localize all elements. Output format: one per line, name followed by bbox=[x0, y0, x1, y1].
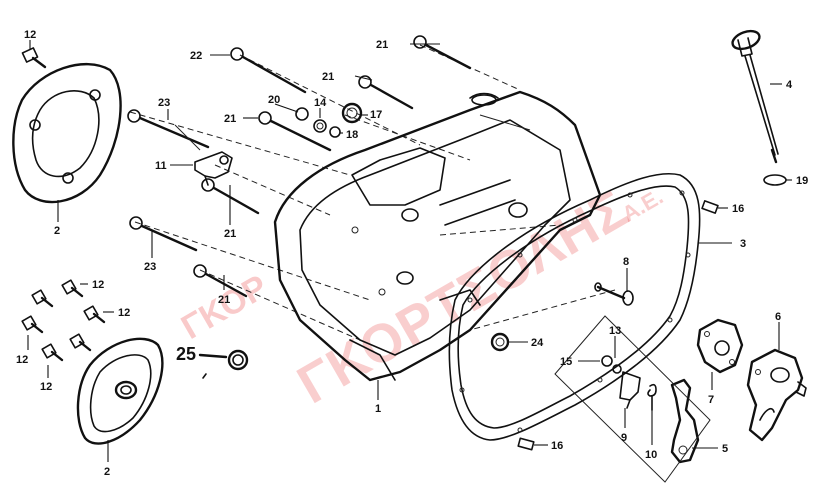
callout-20: 20 bbox=[268, 94, 280, 106]
leader-lines bbox=[27, 40, 792, 462]
bolt-21-left bbox=[193, 264, 248, 298]
part-20-washer bbox=[295, 107, 309, 121]
part-18-oring bbox=[329, 126, 341, 138]
part-3-gasket bbox=[448, 172, 701, 441]
callout-8: 8 bbox=[623, 256, 629, 268]
part-9-lever bbox=[619, 371, 641, 409]
part-16-dowel-upper bbox=[701, 200, 719, 214]
bolt-22 bbox=[230, 47, 307, 94]
bolt-21-mid bbox=[201, 178, 260, 215]
callout-18: 18 bbox=[346, 129, 358, 141]
callout-10: 10 bbox=[645, 449, 657, 461]
part-10-spring bbox=[647, 383, 657, 411]
assembly-guide-lines bbox=[129, 44, 616, 341]
callout-16: 16 bbox=[551, 440, 563, 452]
part-6-actuator bbox=[746, 348, 807, 442]
part-12-screw-top bbox=[21, 47, 47, 69]
callout-12: 12 bbox=[118, 307, 130, 319]
callout-22: 22 bbox=[190, 50, 202, 62]
bolt-21-top bbox=[413, 35, 472, 70]
watermark-text: ΓΚΟΡΤΣΟΛΗΣ bbox=[288, 178, 639, 415]
callout-25: 25 bbox=[176, 344, 196, 364]
callout-17: 17 bbox=[370, 109, 382, 121]
part-13-washer bbox=[612, 364, 622, 374]
bolt-23-lower bbox=[129, 216, 198, 252]
bolt-21-upper-mid bbox=[258, 111, 332, 152]
part-24-seal bbox=[490, 332, 510, 352]
callout-14: 14 bbox=[314, 97, 327, 109]
part-5-arm bbox=[670, 378, 700, 464]
callout-24: 24 bbox=[531, 337, 544, 349]
part-14-washer bbox=[313, 119, 327, 133]
callout-12: 12 bbox=[92, 279, 104, 291]
part-4-dipstick bbox=[731, 29, 779, 164]
callout-12: 12 bbox=[40, 381, 52, 393]
part-17-seal bbox=[341, 102, 363, 124]
part-19-oring bbox=[763, 174, 787, 186]
callout-1: 1 bbox=[375, 403, 381, 415]
part-16-dowel-lower bbox=[517, 437, 535, 451]
part-7-housing bbox=[696, 318, 744, 374]
callout-15: 15 bbox=[560, 356, 572, 368]
part-2-cover-lower bbox=[76, 337, 164, 445]
linkage-outline-box bbox=[554, 315, 711, 483]
callout-23: 23 bbox=[144, 261, 156, 273]
callout-labels: 12 2 23 11 22 21 21 21 20 14 17 18 21 23… bbox=[16, 29, 808, 478]
callout-21: 21 bbox=[224, 228, 236, 240]
callout-12: 12 bbox=[16, 354, 28, 366]
callout-23: 23 bbox=[158, 97, 170, 109]
part-15-nut bbox=[601, 355, 613, 367]
callout-7: 7 bbox=[708, 394, 714, 406]
part-25-seal bbox=[198, 349, 249, 379]
watermark: ΓΚΟΡΤΣΟΛΗΣ Α.Ε. bbox=[288, 178, 668, 415]
watermark-lower: ΓΚΟΡ bbox=[175, 268, 274, 347]
callout-4: 4 bbox=[786, 79, 793, 91]
part-8-shaft bbox=[594, 282, 634, 306]
bolt-23-upper bbox=[127, 109, 210, 151]
bolt-21-top2 bbox=[358, 75, 414, 110]
callout-3: 3 bbox=[740, 238, 746, 250]
part-11-bracket bbox=[194, 151, 233, 186]
callout-13: 13 bbox=[609, 325, 621, 337]
callout-5: 5 bbox=[722, 443, 728, 455]
callout-9: 9 bbox=[621, 432, 627, 444]
callout-6: 6 bbox=[775, 311, 781, 323]
callout-21: 21 bbox=[224, 113, 236, 125]
callout-21: 21 bbox=[218, 294, 230, 306]
callout-2: 2 bbox=[54, 225, 60, 237]
part-12-screw-group bbox=[21, 279, 106, 362]
callout-21: 21 bbox=[322, 71, 334, 83]
callout-19: 19 bbox=[796, 175, 808, 187]
callout-2: 2 bbox=[104, 466, 110, 478]
callout-12: 12 bbox=[24, 29, 36, 41]
callout-16: 16 bbox=[732, 203, 744, 215]
callout-11: 11 bbox=[155, 160, 167, 172]
part-2-cover-upper bbox=[12, 62, 122, 204]
callout-21: 21 bbox=[376, 39, 388, 51]
